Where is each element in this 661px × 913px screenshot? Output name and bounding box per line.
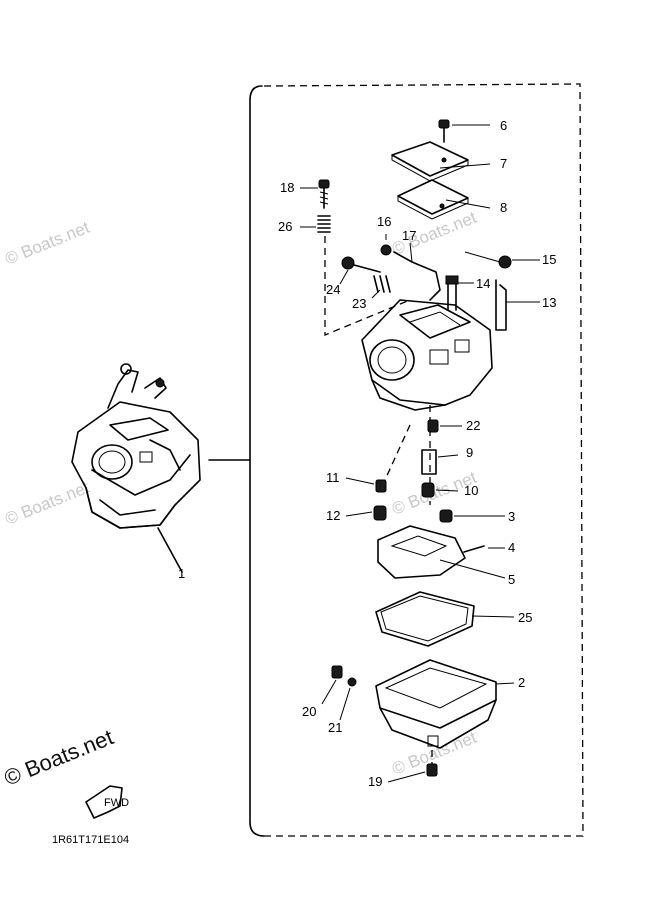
spring-23 (371, 275, 391, 299)
main-jet-10 (421, 482, 459, 498)
nut-15 (498, 255, 540, 269)
callout-label: 18 (280, 180, 294, 195)
needle-valve-3 (439, 509, 505, 523)
guide-line (464, 251, 501, 263)
callout-label: 10 (464, 483, 478, 498)
pin-4 (463, 545, 505, 553)
screw-11 (345, 477, 387, 493)
callout-labels: 1 2 3 4 5 6 7 8 9 10 11 12 13 14 15 16 1… (178, 118, 556, 789)
callout-label: 14 (476, 276, 490, 291)
watermark: © Boats.net (2, 218, 92, 269)
jet-22 (427, 419, 462, 433)
callout-label: 1 (178, 566, 185, 581)
guide-line (384, 424, 411, 481)
callout-label: 9 (466, 445, 473, 460)
callout-label: 19 (368, 774, 382, 789)
callout-label: 8 (500, 200, 507, 215)
gasket-25 (375, 591, 515, 647)
callout-label: 21 (328, 720, 342, 735)
gasket-8 (397, 179, 491, 220)
carburetor-body (361, 299, 493, 411)
callout-label: 6 (500, 118, 507, 133)
fitting-14 (445, 275, 474, 311)
link-rod-13 (495, 279, 540, 331)
callout-label: 17 (402, 228, 416, 243)
drain-screw-19 (387, 763, 438, 783)
nut-16 (380, 234, 392, 256)
screw-20 (321, 665, 343, 705)
callout-label: 3 (508, 509, 515, 524)
callout-label: 7 (500, 156, 507, 171)
guide-line (324, 236, 411, 336)
lever-17 (393, 242, 441, 301)
nozzle-9 (421, 449, 459, 475)
callout-label: 12 (326, 508, 340, 523)
callout-label: 20 (302, 704, 316, 719)
callout-label: 23 (352, 296, 366, 311)
washer-21 (339, 677, 357, 721)
fwd-arrow-icon: FWD (85, 785, 129, 819)
callout-label: 11 (326, 470, 340, 485)
pilot-screw-18 (300, 179, 330, 209)
callout-label: 5 (508, 572, 515, 587)
watermark: © Boats.net (2, 478, 92, 529)
callout-label: 15 (542, 252, 556, 267)
float-5 (377, 525, 506, 579)
part-code: 1R61T171E104 (52, 834, 129, 846)
callout-label: 13 (542, 295, 556, 310)
fwd-label: FWD (104, 797, 129, 809)
callout-label: 2 (518, 675, 525, 690)
watermark-group: © Boats.net © Boats.net © Boats.net © Bo… (2, 208, 479, 779)
callout-label: 4 (508, 540, 515, 555)
callout-label: 24 (326, 282, 340, 297)
spring-26 (300, 215, 331, 233)
assembly-frame (208, 83, 584, 837)
cover-plate-7 (391, 141, 491, 182)
plug-12 (345, 505, 387, 521)
callout-label: 25 (518, 610, 532, 625)
throttle-screw-24 (339, 256, 381, 285)
watermark-logo: © Boats.net (1, 724, 117, 790)
callout-label: 22 (466, 418, 480, 433)
float-bowl-2 (375, 659, 515, 749)
callout-label: 16 (377, 214, 391, 229)
carburetor-assembly (71, 363, 201, 573)
callout-label: 26 (278, 219, 292, 234)
screw-6 (438, 119, 490, 143)
